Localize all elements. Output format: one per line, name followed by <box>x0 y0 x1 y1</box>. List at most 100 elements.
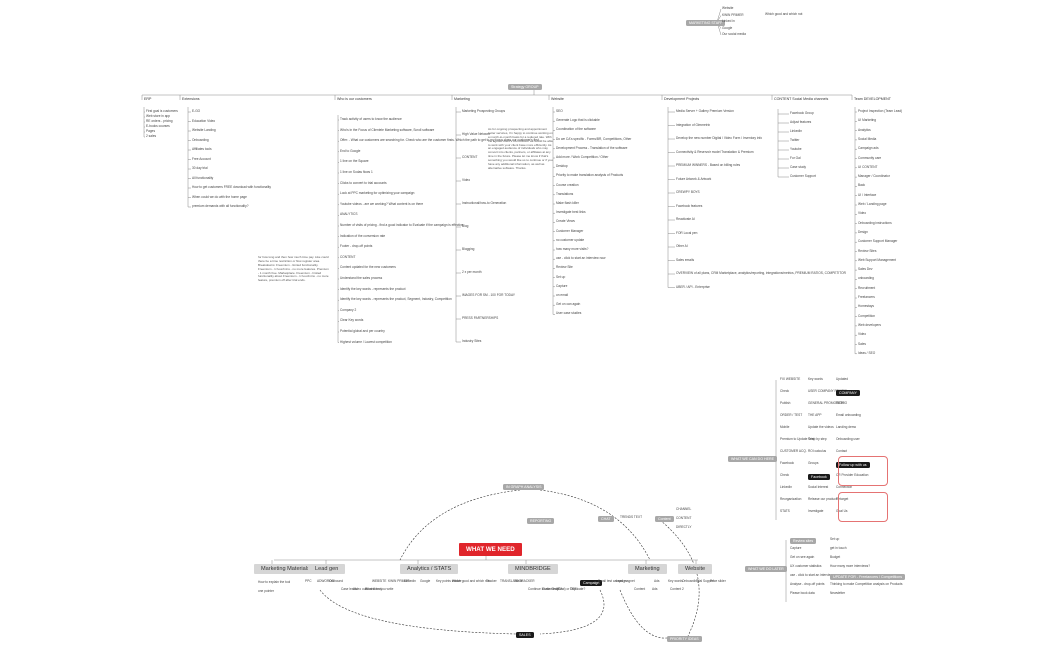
strategy-column-title[interactable]: Team DEVELOPMENT <box>854 97 891 101</box>
strategy-list-item: 1 line on the Square <box>340 159 369 164</box>
strategy-list-item: Recruitment <box>858 285 876 290</box>
strategy-list-item: High Value Network <box>462 132 490 136</box>
strategy-list-item: Develop the new number Digital / Video F… <box>676 136 763 140</box>
strategy-list-item: Education Video <box>192 118 216 123</box>
strategy-list-item: CONTENT <box>340 254 356 259</box>
need-item: KWIN PRIMER <box>388 579 410 583</box>
strategy-list-item: Get on can again <box>556 302 581 307</box>
marketing-staff-node[interactable]: MARKETING STAFF <box>686 20 726 27</box>
do-later-item: Thinking to make Competition analysis on… <box>830 582 903 586</box>
strategy-list-item: Other AI <box>676 244 688 248</box>
need-item: Content 2 <box>670 587 684 591</box>
need-floating-node[interactable]: REPORTING <box>527 518 555 525</box>
can-do-item[interactable]: Follow up with us <box>836 462 870 469</box>
strategy-list-item: Clicks to convert to trial accounts <box>340 180 387 185</box>
can-do-item[interactable]: COMPANY <box>836 390 860 397</box>
strategy-list-item: Reactivate AI <box>676 217 695 221</box>
do-later-item: How many more interviews? <box>830 564 871 568</box>
what-we-need-hub[interactable]: WHAT WE NEED <box>459 543 522 557</box>
can-do-item: THE APP <box>808 413 822 417</box>
dashed-connector <box>659 519 700 637</box>
strategy-list-item: Case study <box>790 165 806 169</box>
marketing-staff-item: KWIN PRIMER <box>722 12 744 17</box>
strategy-list-item: PRESS PARTNERSHIPS <box>462 316 499 320</box>
need-item: Onboarding <box>682 579 699 583</box>
can-do-item: Facebook <box>780 461 794 465</box>
strategy-list-item: Indication of the conversion rate <box>340 233 386 238</box>
strategy-list-item: Connectivity & Reservoir model Translati… <box>676 149 754 154</box>
what-we-do-later-node[interactable]: WHAT WE DO LATER <box>745 566 787 573</box>
strategy-list-item: Identify the key words - represents the … <box>340 286 406 291</box>
strategy-list-item: Priority to make translation analysis of… <box>556 173 624 178</box>
strategy-list-item: PREMIUM WINNERS - Based on billing rules <box>676 163 741 167</box>
need-category[interactable]: Website <box>678 564 713 574</box>
highlight-box-1 <box>838 456 888 486</box>
strategy-list-item: Youtube videos - are we working? What co… <box>340 201 424 206</box>
need-floating-node: TRENDS TEXT <box>620 515 643 519</box>
need-item: Customer (Chat) or Duplicate? <box>542 587 586 591</box>
can-do-item: Connection <box>836 485 853 489</box>
strategy-list-item: Highest volume / Lowest competition <box>340 339 392 344</box>
need-item: Case leads <box>341 587 357 591</box>
strategy-column-title[interactable]: Marketing <box>454 97 470 101</box>
strategy-column-title[interactable]: Development Projects <box>664 97 700 101</box>
strategy-list-item: Generate Logo that is clickable <box>556 118 600 123</box>
strategy-list-item: Manager / Coordinator <box>858 174 890 179</box>
strategy-list-item: Video <box>462 178 471 182</box>
strategy-list-item: When could we do with the home page <box>192 194 247 199</box>
strategy-list-item: IMAGES FOR SM - 100 FOR TODAY <box>462 293 515 297</box>
need-floating-node[interactable]: Content <box>655 516 674 523</box>
need-floating-node[interactable]: IN GRAPH ANALYSIS <box>503 484 545 491</box>
need-floating-node: DIRECTLY <box>676 525 692 529</box>
can-do-item[interactable]: Facebook <box>808 474 830 481</box>
strategy-column-title[interactable]: CONTENT Social Media channels <box>774 97 829 101</box>
strategy-list-item: Look at PPC marketing for optimizing you… <box>340 191 415 196</box>
marketing-staff-note: Which good and which not <box>765 12 803 16</box>
need-category[interactable]: Analytics / STATS <box>400 564 459 574</box>
strategy-column-title[interactable]: ERP <box>144 97 152 101</box>
strategy-list-item: Design <box>858 229 868 234</box>
strategy-list-item: UI Marketing <box>858 118 877 123</box>
can-do-item: RETRO <box>836 401 848 405</box>
strategy-column-title[interactable]: Who is our customers <box>337 97 372 101</box>
strategy-list-item: Set up <box>556 274 566 279</box>
do-later-item: Newsletter <box>830 591 846 595</box>
strategy-column-title[interactable]: Extensions <box>182 97 200 101</box>
need-category[interactable]: MINDBRIDGE <box>508 564 558 574</box>
do-later-item[interactable]: Review sites <box>790 538 817 545</box>
dashed-connector <box>539 589 605 635</box>
need-category[interactable]: Marketing <box>628 564 667 574</box>
strategy-list-item: Facebook Group <box>790 111 814 115</box>
can-do-item: Email onboarding <box>836 413 861 417</box>
need-item: Key points tracker <box>436 579 462 583</box>
can-do-item: Retarget <box>836 497 849 501</box>
strategy-list-item: Video <box>858 211 867 216</box>
can-do-item: CR Provider Education <box>836 473 869 477</box>
strategy-list-item: Marketing Prospecting Groups <box>462 109 506 113</box>
need-category[interactable]: Marketing Materials <box>254 564 317 574</box>
marketing-staff-item: Our social media <box>722 32 746 36</box>
can-do-item: Check <box>780 389 790 393</box>
strategy-list-item: Facebook features <box>676 203 703 208</box>
strategy-list-item: For Gal <box>790 156 801 160</box>
strategy-list-item: Content updated for the new customers <box>340 265 396 270</box>
do-later-item[interactable]: UPDATE FOR - Freelancers / Competitions <box>830 574 906 581</box>
need-floating-node[interactable]: SALES <box>516 632 534 639</box>
need-item: ADWORDS <box>317 579 334 583</box>
strategy-list-item: Freelancers <box>858 295 875 299</box>
need-item: Trial Support <box>696 579 715 583</box>
strategy-list-item: Competition <box>858 313 876 318</box>
strategy-list-item: User case studies <box>556 311 582 316</box>
strategy-column-title[interactable]: Website <box>551 97 564 101</box>
need-category[interactable]: Lead gen <box>308 564 346 574</box>
need-floating-node[interactable]: PRIORITY IDEAS <box>667 636 702 643</box>
strategy-list-item: CONTENT <box>462 155 478 159</box>
strategy-list-item: Web developers <box>858 322 881 327</box>
need-item[interactable]: Campaign <box>580 580 603 587</box>
need-item: Outbound <box>329 579 344 583</box>
strategy-root-node[interactable]: Strategy GROUP <box>508 84 542 91</box>
need-floating-node[interactable]: CHAT <box>598 516 614 523</box>
strategy-list-item: Investigate best links <box>556 210 586 215</box>
strategy-list-item: premium demands with all functionality? <box>192 204 249 208</box>
what-we-can-do-node[interactable]: WHAT WE CAN DO HERE <box>728 456 777 463</box>
